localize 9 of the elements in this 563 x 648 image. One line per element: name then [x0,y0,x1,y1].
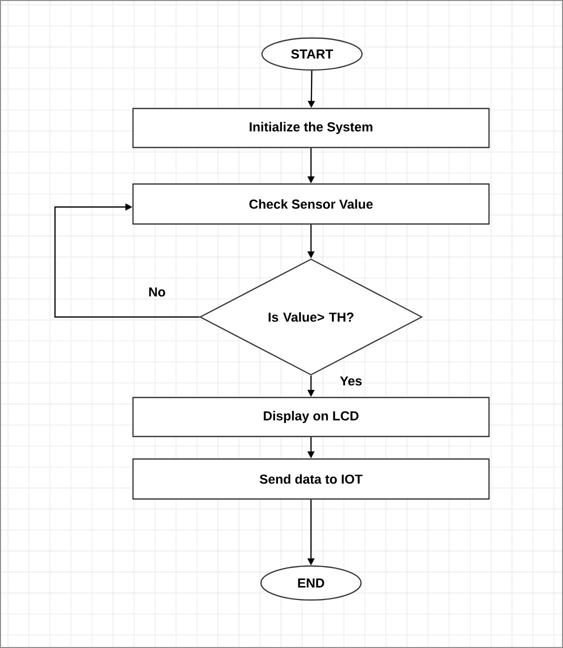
process-box: Check Sensor Value [132,183,490,225]
terminal-oval: END [260,565,362,601]
process-box: Initialize the System [132,108,490,148]
terminal-oval: START [261,37,363,71]
edge-label: Yes [338,375,364,387]
process-box: Send data to IOT [132,458,490,500]
edge-label: No [147,286,167,298]
arrow [54,203,200,318]
process-box: Display on LCD [132,396,490,438]
